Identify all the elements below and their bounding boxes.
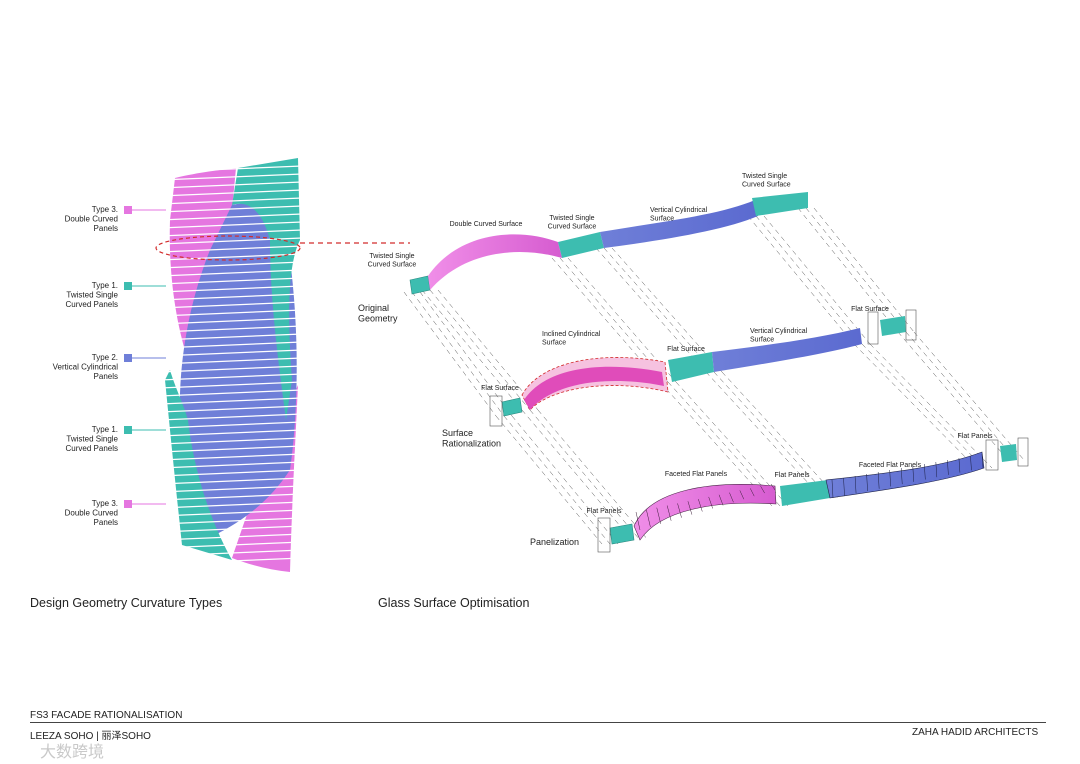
segment-label-flat_left: Flat Surface <box>481 385 519 392</box>
right-caption: Glass Surface Optimisation <box>378 596 529 610</box>
projection-guide <box>806 208 906 332</box>
legend-swatch <box>124 426 132 434</box>
segment-label-dcs: Double Curved Surface <box>450 221 523 228</box>
legend-swatch <box>124 206 132 214</box>
projection-guide <box>530 410 640 540</box>
legend-swatch <box>124 500 132 508</box>
projection-guide <box>538 410 648 540</box>
projection-guide <box>914 332 1024 460</box>
projection-guide <box>504 416 610 544</box>
segment-label-tsc_right: Twisted SingleCurved Surface <box>742 173 791 189</box>
left-caption: Design Geometry Curvature Types <box>30 596 222 610</box>
projection-guide <box>814 208 914 332</box>
row-surface-rationalization <box>490 310 916 426</box>
legend: Type 3.Double CurvedPanelsType 1.Twisted… <box>53 205 166 527</box>
projection-guide <box>522 410 632 540</box>
sheet-title: FS3 FACADE RATIONALISATION <box>30 710 182 721</box>
seg-tsc-left <box>410 276 430 294</box>
tower-facade <box>156 158 410 572</box>
seg-flat-right <box>880 316 906 336</box>
segment-label-flat_mid: Flat Surface <box>667 346 705 353</box>
watermark: 大数跨境 <box>40 738 104 762</box>
projection-guide <box>870 344 992 468</box>
projection-guide <box>854 344 976 468</box>
segment-label-facet_left: Faceted Flat Panels <box>665 471 728 478</box>
projection-guide <box>430 290 530 410</box>
legend-label: Type 2.Vertical CylindricalPanels <box>53 353 119 381</box>
panel-frame-right <box>986 440 998 470</box>
projection-guide <box>420 292 512 416</box>
projection-guide <box>706 372 822 498</box>
projection-guide <box>798 208 898 332</box>
seg-flat-panels-right <box>1000 444 1017 462</box>
legend-swatch <box>124 282 132 290</box>
panel-frame-right-b <box>1018 438 1028 466</box>
projection-guide <box>756 216 862 344</box>
frame-right-b <box>906 310 916 340</box>
projection-guide <box>862 344 984 468</box>
projection-guide <box>748 216 854 344</box>
projection-guide <box>764 216 870 344</box>
projection-guide <box>722 372 838 498</box>
segment-label-flat_right: Flat Panels <box>957 433 993 440</box>
seg-faceted-left <box>634 484 776 540</box>
projection-guide <box>898 332 1008 460</box>
seg-flat-left <box>502 398 522 416</box>
seg-tsc-right <box>752 192 808 216</box>
projection-guide <box>604 248 714 372</box>
firm-name: ZAHA HADID ARCHITECTS <box>912 727 1038 738</box>
projection-guide <box>422 290 522 410</box>
seg-double-curved <box>428 234 562 290</box>
segment-label-flat_mid: Flat Panels <box>774 472 810 479</box>
row-label-panelization: Panelization <box>530 537 579 547</box>
seg-faceted-right <box>826 452 984 498</box>
footer-divider <box>30 722 1046 723</box>
panel-frame-left <box>598 518 610 552</box>
segment-label-flat_right: Flat Surface <box>851 306 889 313</box>
legend-swatch <box>124 354 132 362</box>
segment-label-flat_left: Flat Panels <box>586 508 622 515</box>
projection-guide <box>496 416 602 544</box>
projection-guide <box>714 372 830 498</box>
seg-flat-mid <box>668 352 714 382</box>
seg-flat-panels-mid <box>780 480 830 506</box>
projection-guide <box>438 290 538 410</box>
row-original-geometry <box>410 192 808 294</box>
seg-flat-panels-left <box>610 524 634 544</box>
projection-guide <box>512 416 618 544</box>
seg-tsc-mid <box>558 232 604 258</box>
segment-label-facet_right: Faceted Flat Panels <box>859 462 922 469</box>
legend-label: Type 1.Twisted SingleCurved Panels <box>66 425 119 453</box>
projection-guide <box>906 332 1016 460</box>
projection-guide <box>404 292 496 416</box>
frame-right-a <box>868 312 878 344</box>
